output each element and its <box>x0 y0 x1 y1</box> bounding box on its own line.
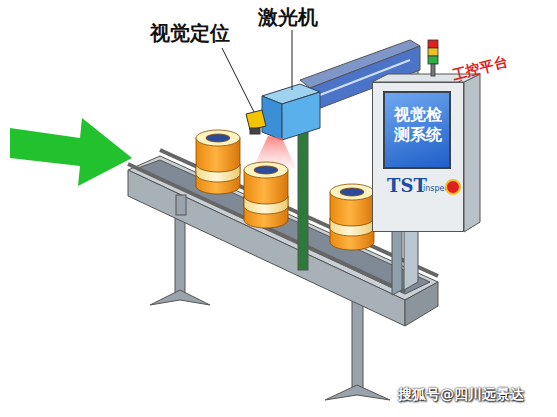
leader-line <box>222 48 254 112</box>
monitor-screen: 视觉检测系统 <box>383 91 451 169</box>
cabinet-side <box>464 74 480 232</box>
screen-text: 视觉检测系统 <box>391 105 445 145</box>
callout-label: 激光机 <box>258 4 318 31</box>
stop-button <box>445 179 461 195</box>
flow-arrow <box>10 118 132 186</box>
control-cabinet: TSTinspect视觉检测系统 <box>372 82 464 232</box>
vision-camera <box>246 110 266 134</box>
laser-machine <box>262 84 320 140</box>
watermark: 搜狐号@四川远景达 <box>398 386 524 404</box>
product-can <box>196 130 374 250</box>
callout-label: 视觉定位 <box>150 20 230 47</box>
signal-light <box>428 40 438 76</box>
brand-logo: TST <box>387 175 427 198</box>
leader-line <box>292 30 293 90</box>
conveyor-leg <box>176 195 186 215</box>
